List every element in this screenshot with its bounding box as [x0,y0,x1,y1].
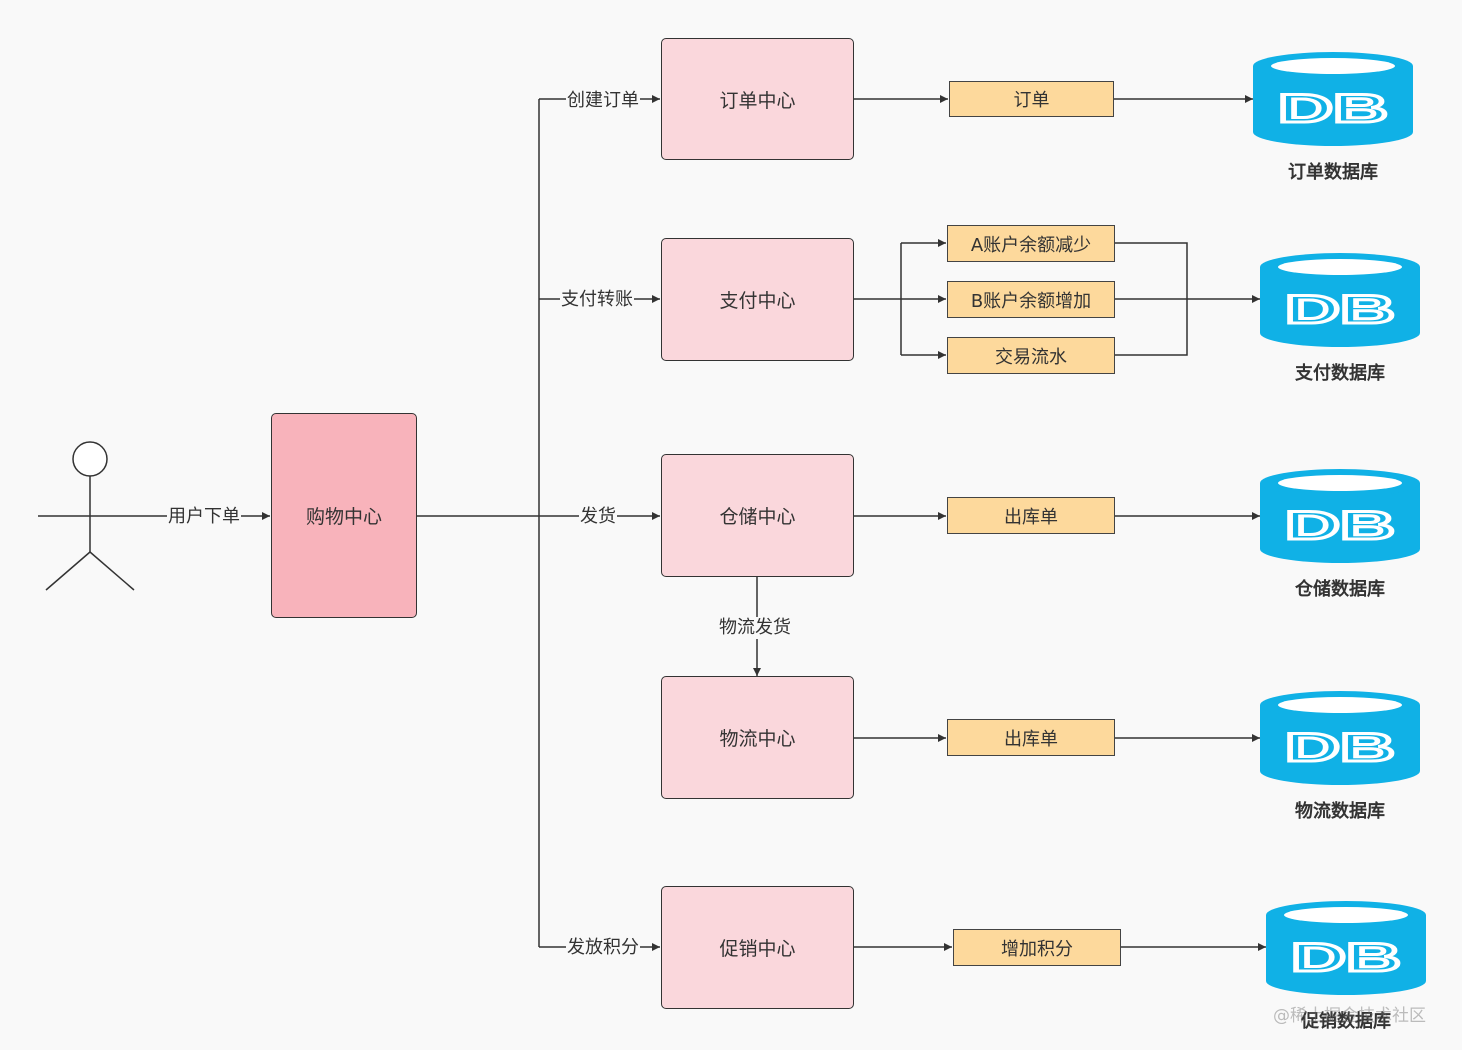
promo-item-box[interactable]: 增加积分 [953,929,1121,966]
promo-center-box[interactable]: 促销中心 [661,886,854,1009]
order-db-label: 订单数据库 [1288,162,1378,183]
pay-item-c-box[interactable]: 交易流水 [947,337,1115,374]
user-actor-icon[interactable] [38,441,142,591]
warehouse-db-text: DB [1285,504,1395,548]
edge-label-ship: 发货 [579,506,617,528]
order-item-box[interactable]: 订单 [949,81,1114,117]
logistics-database-icon[interactable]: DB [1260,691,1420,785]
warehouse-database-icon[interactable]: DB [1260,469,1420,563]
promo-db-text: DB [1291,936,1401,980]
pay-db-text: DB [1285,288,1395,332]
edge-pay-merge [1115,242,1188,356]
order-center-box[interactable]: 订单中心 [661,38,854,160]
promo-db-label: 促销数据库 [1301,1011,1391,1032]
logistics-item-box[interactable]: 出库单 [947,719,1115,756]
warehouse-center-box[interactable]: 仓储中心 [661,454,854,577]
shopping-center-box[interactable]: 购物中心 [271,413,417,618]
pay-item-a-box[interactable]: A账户余额减少 [947,225,1115,262]
edge-label-logistics: 物流发货 [718,617,792,639]
warehouse-db-label: 仓储数据库 [1295,579,1385,600]
watermark: @稀土掘金技术社区 [1273,1006,1426,1026]
pay-center-box[interactable]: 支付中心 [661,238,854,361]
edge-label-points: 发放积分 [566,937,640,959]
order-db-text: DB [1278,87,1388,131]
edge-label-user-order: 用户下单 [167,506,241,528]
logistics-db-label: 物流数据库 [1295,801,1385,822]
warehouse-item-box[interactable]: 出库单 [947,497,1115,534]
logistics-db-text: DB [1285,726,1395,770]
edge-label-payment: 支付转账 [560,289,634,311]
pay-database-icon[interactable]: DB [1260,253,1420,347]
promo-database-icon[interactable]: DB [1266,901,1426,995]
edge-label-create-order: 创建订单 [566,90,640,112]
order-database-icon[interactable]: DB [1253,52,1413,146]
edge-pay-split [853,243,902,355]
pay-item-b-box[interactable]: B账户余额增加 [947,281,1115,318]
pay-db-label: 支付数据库 [1295,363,1385,384]
logistics-center-box[interactable]: 物流中心 [661,676,854,799]
